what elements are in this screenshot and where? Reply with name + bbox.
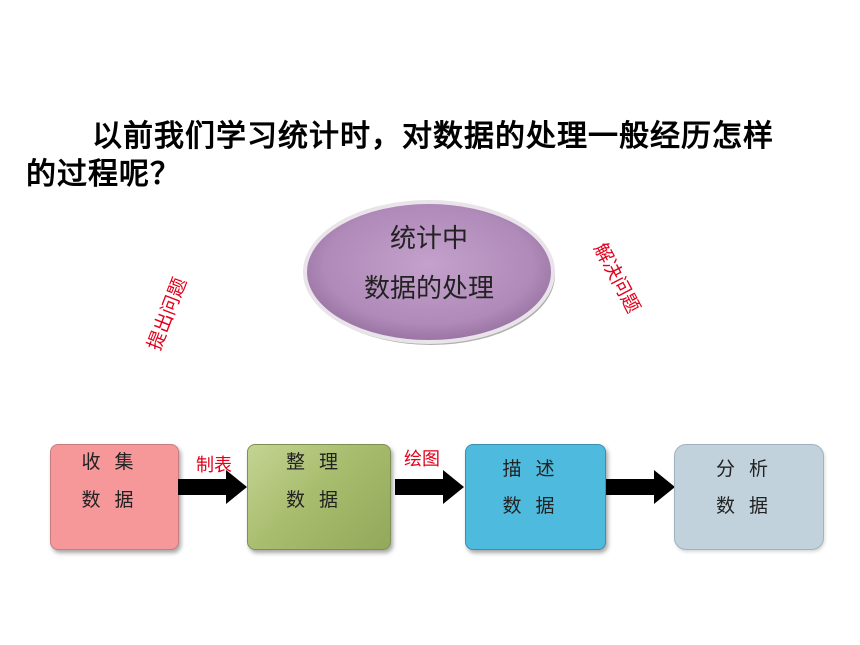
- arrow-right-icon: [395, 470, 464, 504]
- arrow-label-tabulate: 制表: [196, 455, 232, 476]
- step-analyze: 分析 数据: [674, 444, 824, 550]
- step-label-line-1: 收集: [81, 451, 148, 473]
- center-label-line-2: 数据的处理: [363, 274, 494, 304]
- step-label-line-1: 整理: [285, 451, 352, 473]
- step-describe: 描述 数据: [465, 444, 606, 550]
- question-line-1: 以前我们学习统计时，对数据的处理一般经历怎样: [92, 119, 774, 154]
- center-label-line-1: 统计中: [389, 224, 468, 254]
- step-collect: 收集 数据: [50, 444, 179, 550]
- step-organize: 整理 数据: [247, 444, 391, 550]
- right-side-label: 解决问题: [589, 239, 645, 317]
- step-label-line-2: 数据: [81, 489, 148, 511]
- step-label-line-1: 分析: [715, 458, 782, 480]
- arrow-label-draw: 绘图: [404, 449, 440, 470]
- question-text: 以前我们学习统计时，对数据的处理一般经历怎样 的过程呢？: [26, 118, 838, 194]
- step-label-line-2: 数据: [502, 495, 569, 517]
- step-label-line-1: 描述: [502, 458, 569, 480]
- arrow-right-icon: [178, 470, 247, 504]
- arrow-right-icon: [606, 470, 675, 504]
- question-line-2: 的过程呢？: [26, 157, 181, 192]
- ellipse-shape: [303, 200, 555, 345]
- center-ellipse: 统计中 数据的处理: [300, 198, 558, 348]
- left-side-label: 提出问题: [143, 274, 192, 354]
- step-label-line-2: 数据: [285, 489, 352, 511]
- step-label-line-2: 数据: [715, 495, 782, 517]
